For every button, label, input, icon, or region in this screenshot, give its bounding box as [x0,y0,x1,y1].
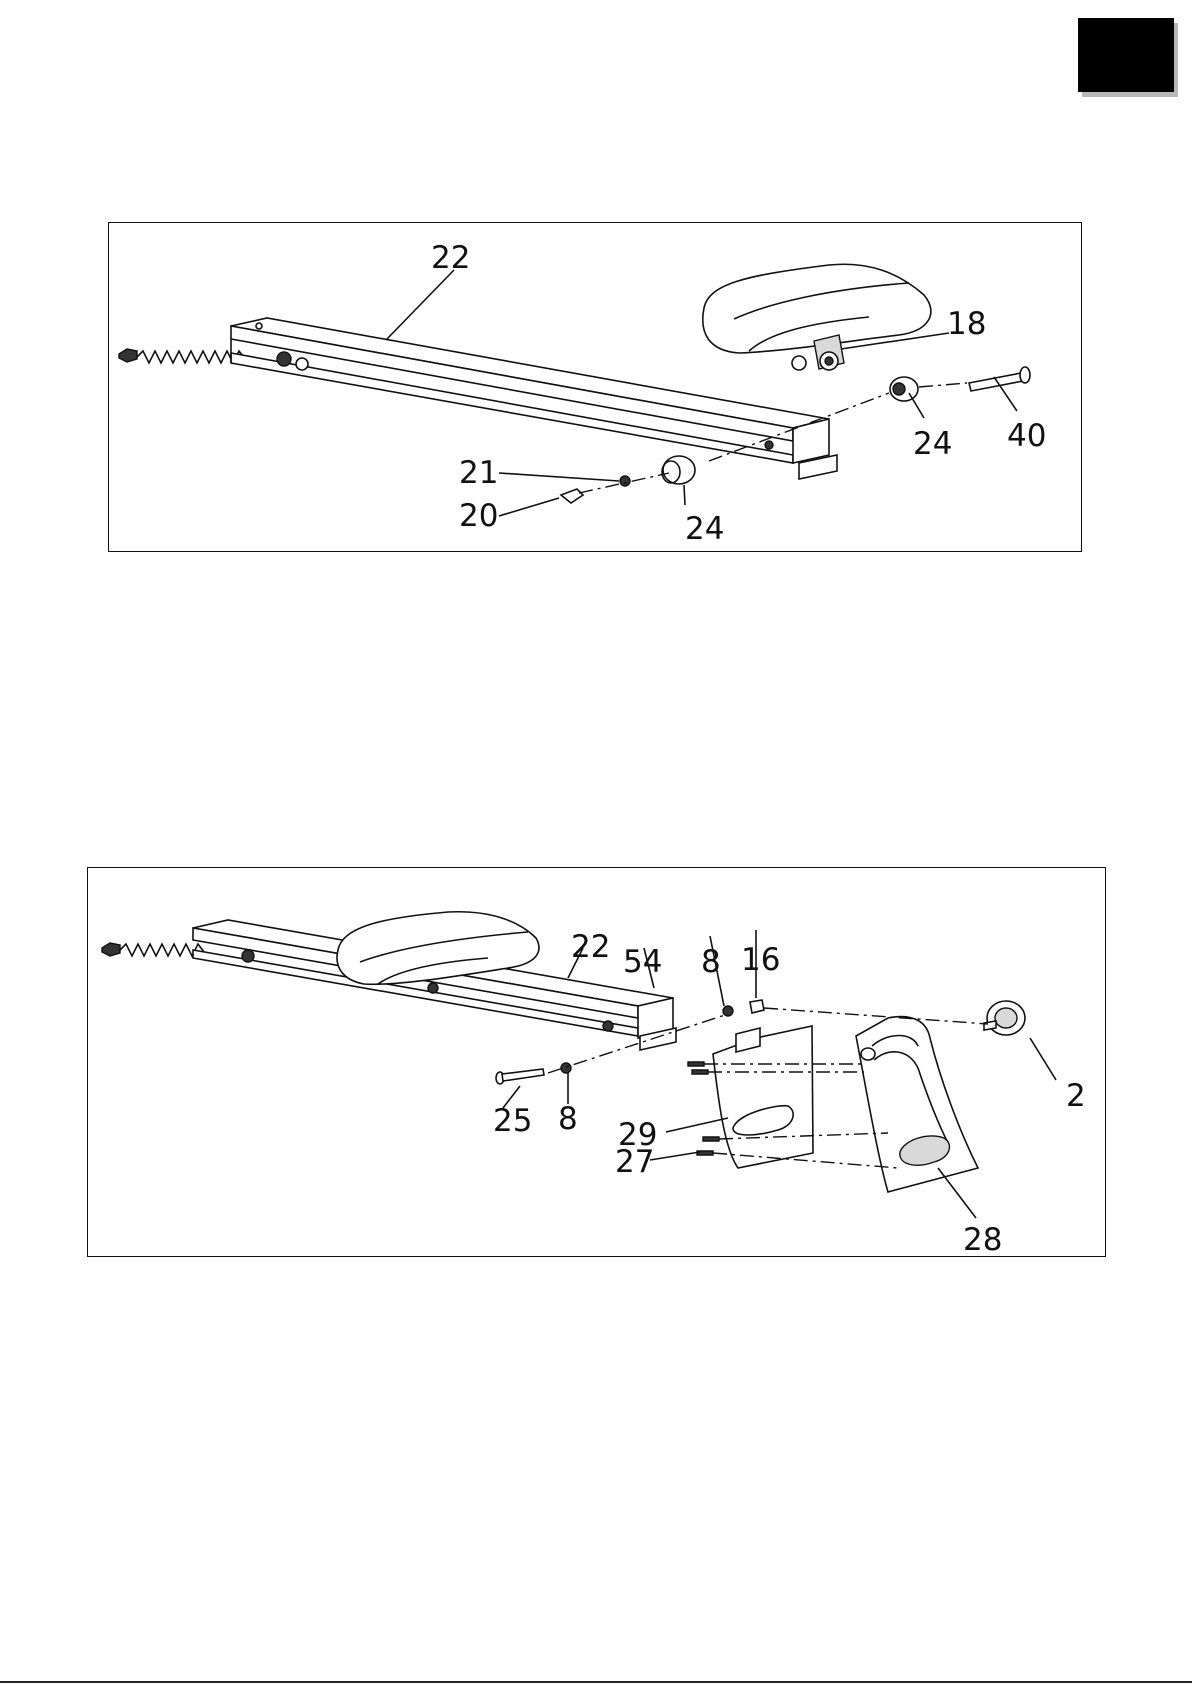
label-rail-22: 22 [571,929,610,965]
label-rail-22: 22 [431,240,470,276]
label-washer-bottom-8: 8 [558,1101,578,1137]
label-knob-2: 2 [1066,1078,1086,1114]
nut-part [750,1000,764,1013]
label-washer-top-8: 8 [701,944,721,980]
exploded-view-rail-seat: 22 18 40 24 21 20 24 [109,223,1083,553]
washer-part [620,476,630,486]
cable-icon [119,349,245,363]
label-washer-21: 21 [459,455,498,491]
stabilizer-cap-part [856,1017,978,1192]
label-nut-16: 16 [741,942,780,978]
roller-left-part [662,456,695,484]
label-bolt-40: 40 [1007,418,1046,454]
label-bracket-54: 54 [623,944,662,980]
exploded-view-rear-stabilizer: 22 54 8 16 2 25 8 29 27 28 [88,868,1107,1258]
bolt-part [969,367,1030,391]
page-bottom-rule [0,1681,1192,1683]
label-cap-28: 28 [963,1222,1002,1258]
label-roller-left-24: 24 [685,511,724,547]
seat-part [703,264,931,370]
knob-part [984,1001,1025,1035]
label-nut-20: 20 [459,498,498,534]
roller-right-part [890,377,918,401]
washer-bottom-part [561,1063,571,1073]
label-screw-27: 27 [615,1144,654,1180]
bolt-part [496,1069,544,1084]
plate-part [713,1026,813,1168]
assembly-diagram-rail-seat: 22 18 40 24 21 20 24 [108,222,1082,552]
screw-part [688,1062,719,1155]
nut-part [561,489,583,503]
label-seat-18: 18 [947,306,986,342]
label-bolt-25: 25 [493,1103,532,1139]
cable-icon [102,943,204,956]
label-roller-right-24: 24 [913,426,952,462]
assembly-diagram-rear-stabilizer: 22 54 8 16 2 25 8 29 27 28 [87,867,1106,1257]
page-corner-tab [1078,18,1174,92]
